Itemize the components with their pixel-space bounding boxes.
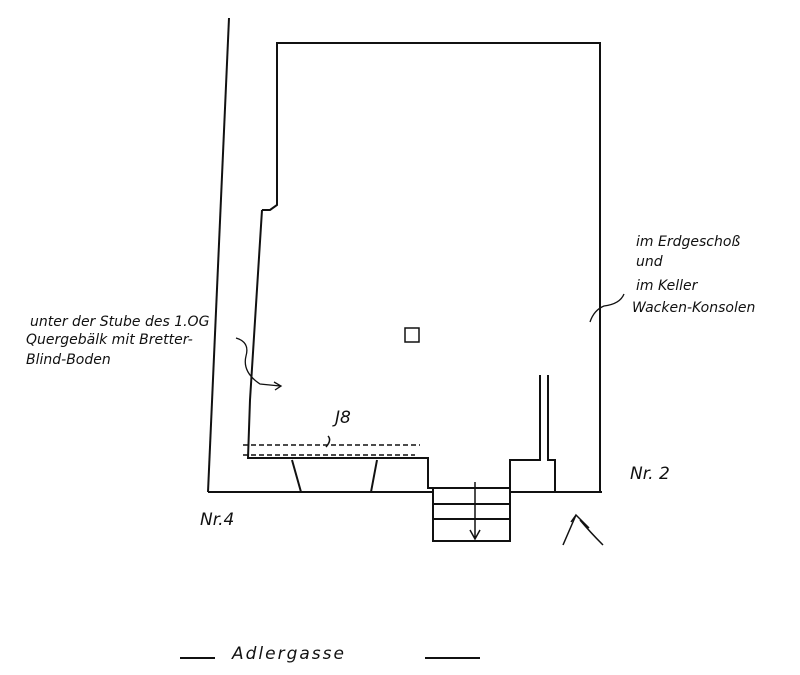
entry-right-wall bbox=[509, 375, 541, 492]
column-square bbox=[404, 327, 420, 343]
left-note-arrow bbox=[235, 337, 283, 391]
building-outline bbox=[262, 42, 601, 492]
neighbor-wall-left bbox=[207, 17, 230, 493]
street-name-title: Adlergasse bbox=[232, 644, 346, 664]
entrance-arrow-icon bbox=[562, 513, 604, 546]
beam-mark: J8 bbox=[335, 408, 351, 428]
beam-pointer bbox=[325, 435, 331, 448]
house-number-right: Nr. 2 bbox=[630, 464, 670, 484]
right-note-line-3: im Keller bbox=[636, 278, 698, 294]
stairs bbox=[432, 487, 511, 542]
house-number-left: Nr.4 bbox=[200, 510, 235, 530]
building-left-wall bbox=[246, 209, 433, 489]
right-note-bracket bbox=[589, 293, 625, 323]
stairs-direction-arrow bbox=[469, 482, 481, 541]
right-note-line-2: und bbox=[636, 254, 663, 270]
left-note-line-3: Blind-Boden bbox=[26, 352, 111, 368]
right-note-line-1: im Erdgeschoß bbox=[636, 234, 741, 250]
window-trapezoid bbox=[291, 459, 378, 493]
right-note-line-4: Wacken-Konsolen bbox=[632, 300, 756, 316]
inner-wall bbox=[547, 375, 556, 492]
left-note-line-1: unter der Stube des 1.OG bbox=[30, 314, 210, 330]
left-note-line-2: Quergebälk mit Bretter- bbox=[26, 332, 193, 348]
